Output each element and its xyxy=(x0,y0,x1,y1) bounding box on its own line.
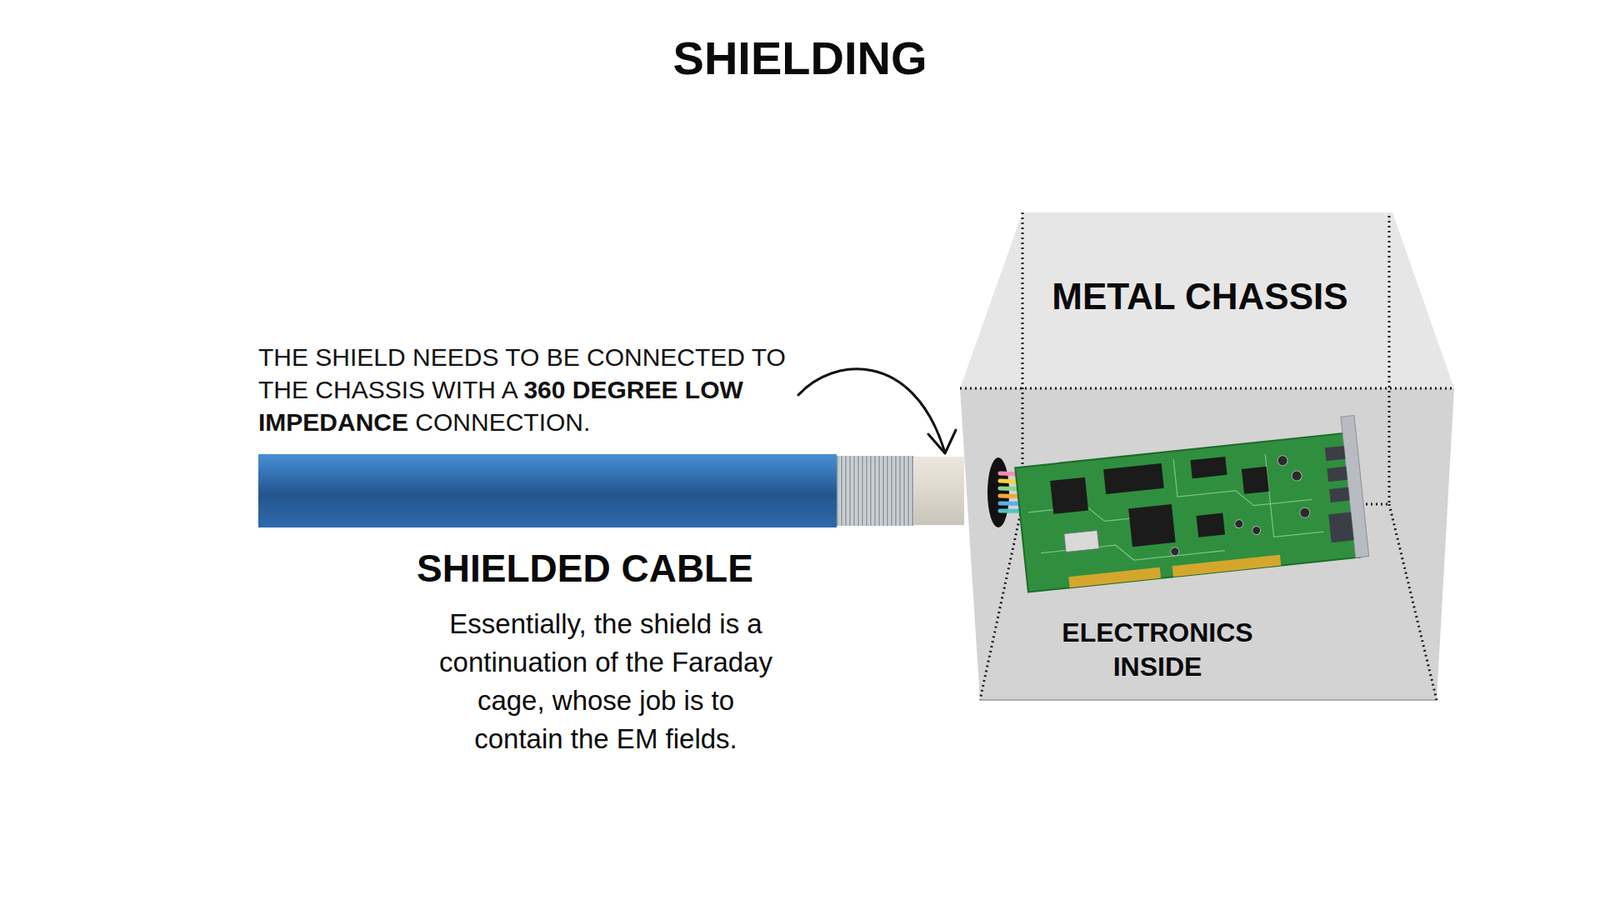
metal-chassis: METAL CHASSIS ELECTRONICS INSIDE xyxy=(958,208,1459,705)
chassis-heading: METAL CHASSIS xyxy=(1051,275,1348,319)
cable-braid-shield xyxy=(836,455,914,526)
cable-inner-jacket xyxy=(913,456,965,525)
callout-text: CONNECTION. xyxy=(415,408,590,436)
electronics-label: ELECTRONICS INSIDE xyxy=(1053,615,1262,685)
shielded-cable: SHIELDED CABLEEssentially, the shield is… xyxy=(258,454,967,528)
cable-description: Essentially, the shield is a continuatio… xyxy=(435,605,777,759)
callout-arrow xyxy=(798,369,956,454)
cable-jacket xyxy=(258,454,837,528)
callout-note: THE SHIELD NEEDS TO BE CONNECTED TO THE … xyxy=(258,340,796,439)
cable-heading: SHIELDED CABLE xyxy=(416,545,754,591)
page-title: SHIELDING xyxy=(0,31,1600,85)
